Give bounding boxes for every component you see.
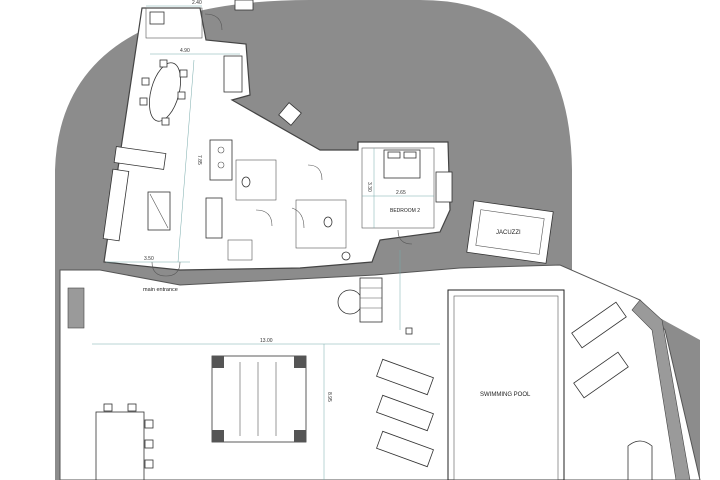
dim-entrance-width: 3.50	[144, 256, 154, 262]
house-outline	[103, 7, 451, 271]
bedroom-door	[397, 229, 413, 245]
dim-living-length: 7.85	[196, 155, 202, 165]
top-room-door	[204, 13, 223, 31]
bathroom-door	[291, 207, 305, 229]
roof-vent	[278, 102, 302, 126]
entrance-gate	[151, 261, 167, 277]
sun-lounger	[571, 301, 627, 349]
entrance-gate	[165, 261, 181, 277]
sink	[217, 146, 225, 154]
jacuzzi	[466, 200, 554, 264]
spiral-staircase	[337, 289, 363, 315]
toilet	[323, 216, 333, 228]
sun-lounger	[376, 358, 434, 396]
dining-chair	[159, 59, 168, 68]
dim-bedroom-width: 2.65	[396, 190, 406, 196]
sun-lounger	[376, 430, 434, 468]
bathroom-1	[235, 159, 277, 201]
storage-room	[205, 197, 223, 239]
outdoor-table	[95, 411, 145, 480]
dining-chair	[139, 97, 148, 106]
washbasin	[341, 251, 351, 261]
gate-arch	[627, 440, 653, 480]
pergola-post	[212, 430, 224, 442]
label-jacuzzi: JACUZZI	[496, 230, 521, 236]
bathroom-door	[307, 164, 323, 181]
dim-living-width: 4.90	[180, 48, 190, 54]
bedroom-2	[361, 147, 435, 229]
sofa	[102, 168, 130, 242]
right-stone-wall	[631, 299, 691, 480]
top-room	[145, 7, 203, 39]
pergola-post	[212, 356, 224, 368]
dim-bedroom-depth: 3.30	[366, 182, 372, 192]
coffee-table-hatch	[149, 193, 169, 229]
dim-terrace-depth: 8.95	[326, 392, 332, 402]
pergola	[211, 355, 307, 443]
dim-top-room: 2.40	[192, 0, 202, 6]
planter	[405, 327, 413, 335]
label-bedroom-2: BEDROOM 2	[390, 208, 420, 214]
pergola-post	[294, 430, 306, 442]
pillow	[387, 151, 401, 159]
jacuzzi-basin	[475, 209, 545, 255]
wardrobe	[435, 171, 453, 203]
toilet	[241, 176, 251, 188]
roof-vent	[234, 0, 254, 11]
outdoor-chair	[144, 439, 154, 449]
sink	[217, 161, 225, 169]
dining-chair	[179, 69, 188, 78]
outdoor-chair	[144, 459, 154, 469]
dining-chair	[177, 91, 186, 100]
left-stone-wall	[67, 287, 85, 329]
kitchen-unit	[209, 139, 233, 181]
pergola-post	[294, 356, 306, 368]
dim-terrace-width: 13.00	[260, 338, 273, 344]
outdoor-chair	[144, 419, 154, 429]
swimming-pool	[447, 289, 565, 480]
label-swimming-pool: SWIMMING POOL	[480, 392, 531, 398]
dining-chair	[161, 117, 170, 126]
sofa	[113, 146, 167, 170]
label-main-entrance: main entrance	[143, 287, 178, 293]
inner-door	[255, 209, 273, 227]
pool-edge	[453, 295, 559, 480]
dining-chair	[141, 77, 150, 86]
outdoor-chair	[127, 403, 137, 412]
pillow	[403, 151, 417, 159]
shower	[227, 239, 253, 261]
top-room-fixture	[149, 11, 165, 25]
kitchen-counter	[223, 55, 243, 93]
sun-lounger	[573, 351, 629, 399]
sun-lounger	[376, 394, 434, 432]
dimension-line	[177, 59, 195, 263]
bathroom-2	[295, 199, 347, 249]
exterior-steps	[359, 277, 383, 323]
outdoor-chair	[103, 403, 113, 412]
